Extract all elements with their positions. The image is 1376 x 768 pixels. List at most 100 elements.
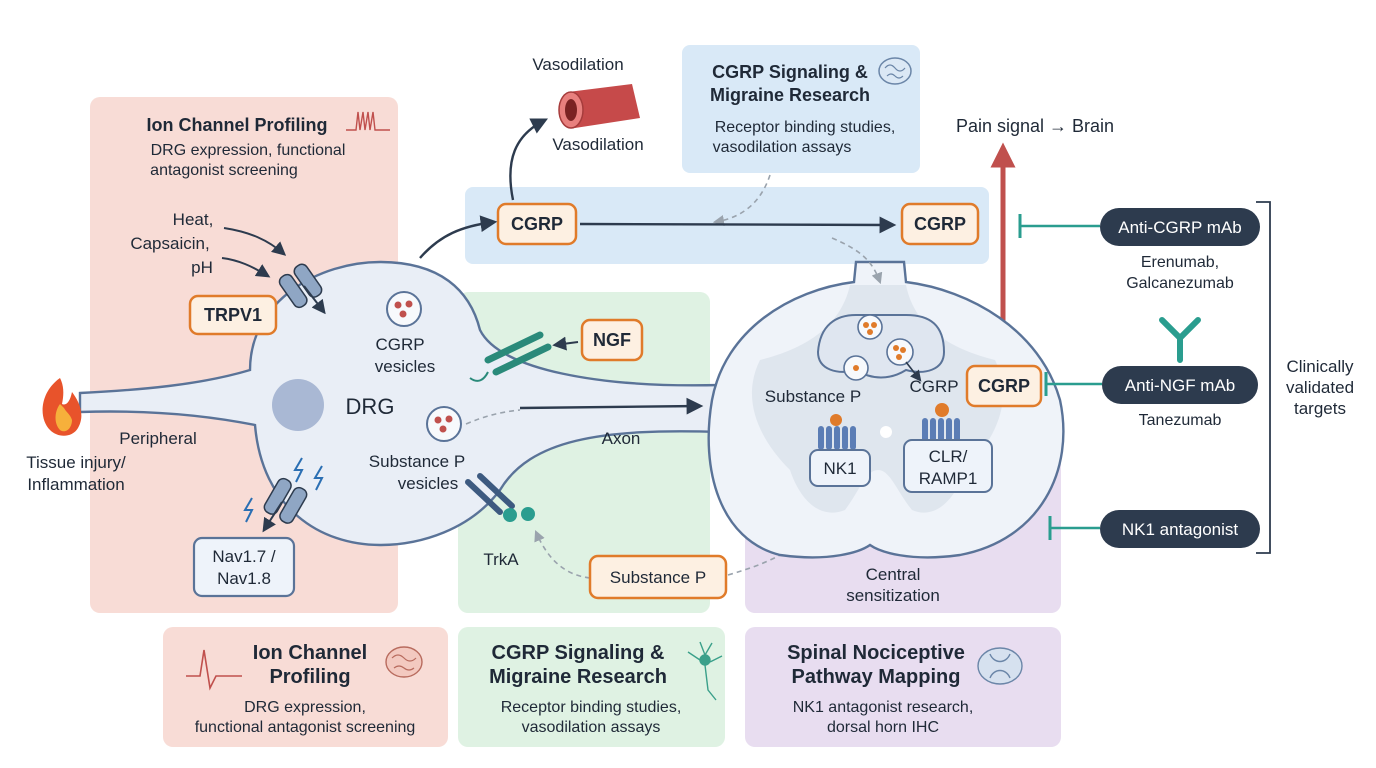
nk1-antagonist-pill: NK1 antagonist bbox=[1100, 510, 1260, 548]
substance-p-to-trka-dashed bbox=[534, 529, 591, 579]
ph-label: pH bbox=[191, 258, 213, 277]
ngf-receptor-icon bbox=[469, 331, 552, 382]
fire-icon bbox=[42, 378, 82, 436]
capsaicin-label: Capsaicin, bbox=[130, 234, 209, 253]
card-ion-channel bbox=[163, 627, 448, 747]
substance-p-vesicle-icon bbox=[426, 406, 462, 442]
card-ion-title-2: Profiling bbox=[269, 666, 350, 688]
substance-p-dorsal-label: Substance P bbox=[765, 387, 861, 406]
cgrp-vesicle-icon bbox=[386, 291, 422, 327]
lightning-icon-2 bbox=[313, 465, 324, 491]
nk1-antagonist-label: NK1 antagonist bbox=[1122, 520, 1239, 539]
peripheral-label: Peripheral bbox=[119, 429, 197, 448]
card-neuron-icon bbox=[687, 641, 723, 701]
substance-p-box-label: Substance P bbox=[610, 568, 706, 587]
trka-label: TrkA bbox=[483, 550, 519, 569]
card-spinal-desc-1: NK1 antagonist research, bbox=[793, 699, 974, 716]
trpv1-label: TRPV1 bbox=[204, 305, 262, 325]
vasodilation-label-mid: Vasodilation bbox=[552, 135, 643, 154]
anti-ngf-pill: Anti-NGF mAb bbox=[1102, 366, 1258, 404]
ph-arrow bbox=[221, 257, 271, 278]
erenumab-label: Erenumab, bbox=[1141, 254, 1219, 271]
heat-label: Heat, bbox=[173, 210, 214, 229]
cgrp-panel-desc-2: vasodilation assays bbox=[713, 139, 852, 156]
clr-label-1: CLR/ bbox=[929, 447, 968, 466]
cgrp-panel-connector bbox=[712, 174, 771, 227]
release-vesicle-sp-icon bbox=[843, 355, 869, 381]
brain-icon bbox=[878, 57, 912, 85]
trpv1-ion-channel-icon bbox=[278, 263, 323, 309]
cgrp-panel-desc-1: Receptor binding studies, bbox=[715, 119, 896, 136]
anti-cgrp-label: Anti-CGRP mAb bbox=[1118, 218, 1241, 237]
card-ion-title-1: Ion Channel bbox=[253, 642, 367, 664]
central-canal bbox=[880, 426, 892, 438]
cgrp-panel-title-1: CGRP Signaling & bbox=[712, 62, 868, 82]
card-ion-desc-2: functional antagonist screening bbox=[195, 719, 416, 736]
cgrp-research-panel bbox=[682, 45, 920, 173]
card-spinal-title-1: Spinal Nociceptive bbox=[787, 642, 965, 664]
nav-box: Nav1.7 / Nav1.8 bbox=[192, 536, 296, 598]
vesicle-to-axon-dashed bbox=[465, 409, 521, 425]
lightning-icon-3 bbox=[243, 497, 254, 523]
ngf-arrow bbox=[552, 336, 579, 351]
cgrp-panel-title-2: Migraine Research bbox=[710, 85, 870, 105]
trpv1-box: TRPV1 bbox=[188, 294, 278, 336]
clr-label-2: RAMP1 bbox=[919, 469, 978, 488]
antibody-icon bbox=[1159, 317, 1201, 363]
clr-receptor-icon bbox=[922, 418, 960, 444]
drg-to-cgrp-arrow bbox=[419, 215, 498, 259]
ngf-label: NGF bbox=[593, 330, 631, 350]
nav-label-2: Nav1.8 bbox=[217, 569, 271, 588]
ngf-box: NGF bbox=[580, 318, 644, 362]
substance-p-vesicles-label-1: Substance P bbox=[369, 452, 465, 471]
axon-arrow bbox=[519, 397, 704, 415]
cgrp-box-spinal: CGRP bbox=[965, 364, 1043, 408]
nk1-ligand-dot bbox=[830, 414, 842, 426]
card-cgrp-title-2: Migraine Research bbox=[489, 666, 667, 688]
heat-arrow bbox=[223, 227, 287, 256]
card-spinal-title-2: Pathway Mapping bbox=[792, 666, 961, 688]
clinical-bracket bbox=[1256, 201, 1271, 554]
cgrp-band-arrow bbox=[579, 216, 897, 234]
drg-label: DRG bbox=[346, 394, 395, 419]
clinically-label-1: Clinically bbox=[1286, 357, 1354, 376]
clr-box: CLR/ RAMP1 bbox=[903, 439, 993, 493]
cgrp-to-spinal-dashed bbox=[831, 237, 883, 285]
card-cgrp-desc-1: Receptor binding studies, bbox=[501, 699, 682, 716]
card-cgrp-desc-2: vasodilation assays bbox=[522, 719, 661, 736]
cgrp-box-spinal-label: CGRP bbox=[978, 376, 1030, 396]
trka-receptor-icon bbox=[465, 473, 535, 522]
terminal-vesicle-icon bbox=[857, 314, 883, 340]
central-sensitization-label-1: Central bbox=[866, 565, 921, 584]
pain-signal-label: Pain signal → Brain bbox=[956, 116, 1114, 136]
tanezumab-label: Tanezumab bbox=[1139, 412, 1222, 429]
card-brain-icon bbox=[385, 646, 423, 678]
nav-flux-arrow bbox=[262, 501, 283, 533]
cgrp-box-left-label: CGRP bbox=[511, 214, 563, 234]
cgrp-dorsal-label: CGRP bbox=[909, 377, 958, 396]
substance-p-box: Substance P bbox=[588, 554, 728, 600]
lightning-icon-1 bbox=[293, 457, 304, 483]
card-ion-desc-1: DRG expression, bbox=[244, 699, 366, 716]
cgrp-box-right: CGRP bbox=[900, 202, 980, 246]
cgrp-box-right-label: CGRP bbox=[914, 214, 966, 234]
nk1-label: NK1 bbox=[823, 459, 856, 478]
nk1-receptor-icon bbox=[818, 426, 856, 450]
ion-panel-desc-1: DRG expression, functional bbox=[151, 142, 346, 159]
axon-label: Axon bbox=[602, 429, 641, 448]
clinically-label-2: validated bbox=[1286, 378, 1354, 397]
nk1-box: NK1 bbox=[809, 449, 871, 487]
tissue-injury-label-2: Inflammation bbox=[27, 475, 124, 494]
trpv1-flux-arrow bbox=[303, 285, 326, 315]
cgrp-vesicles-label-1: CGRP bbox=[375, 335, 424, 354]
substance-p-vesicles-label-2: vesicles bbox=[398, 474, 458, 493]
card-action-potential-icon bbox=[186, 649, 242, 691]
cgrp-release-arrow bbox=[905, 361, 922, 382]
card-cgrp-title-1: CGRP Signaling & bbox=[492, 642, 665, 664]
cgrp-to-vasodilation-arrow bbox=[509, 118, 549, 201]
release-vesicle-cgrp-icon bbox=[886, 338, 914, 366]
card-spinal-desc-2: dorsal horn IHC bbox=[827, 719, 939, 736]
drg-nucleus bbox=[272, 379, 324, 431]
vasodilation-label-top: Vasodilation bbox=[532, 55, 623, 74]
action-potential-icon bbox=[346, 111, 390, 131]
